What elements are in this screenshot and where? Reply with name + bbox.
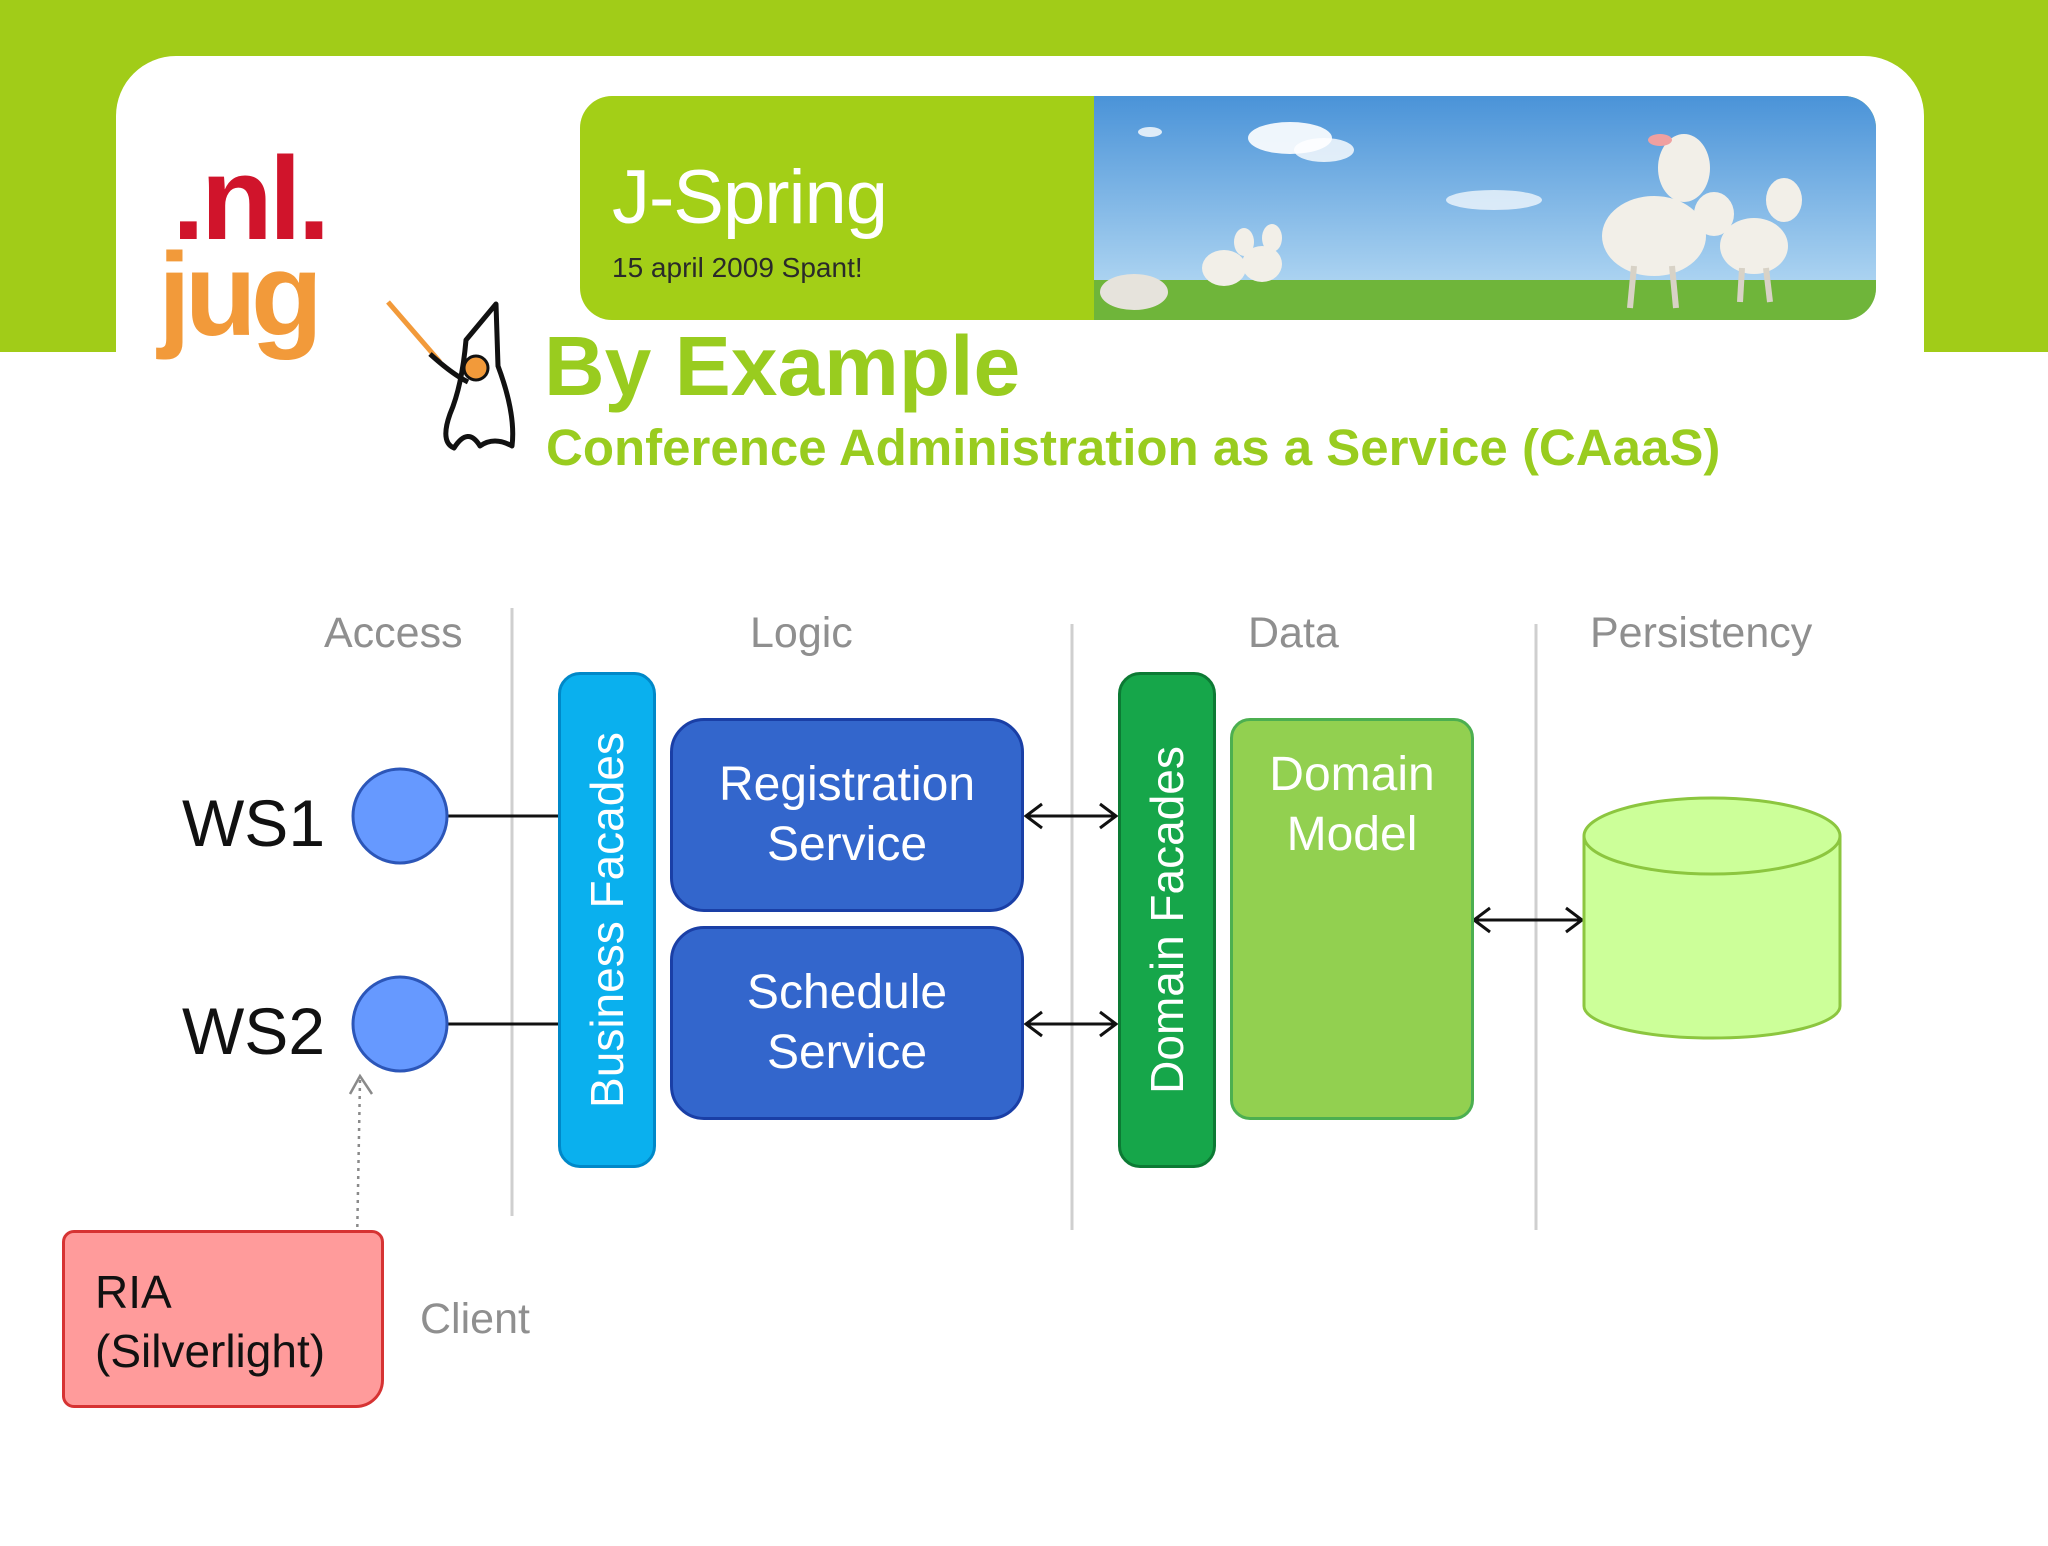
event-banner: J-Spring 15 april 2009 Spant!	[580, 96, 1876, 320]
slide-title: By Example	[544, 319, 1021, 413]
registration-service-line1: Registration	[718, 758, 976, 811]
domain-model-line1: Domain	[1269, 748, 1435, 801]
ria-client-box: RIA (Silverlight)	[62, 1230, 384, 1408]
endpoint-ws1	[351, 767, 449, 865]
domain-facades-label: Domain Facades	[1141, 746, 1193, 1094]
slide-subtitle: Conference Administration as a Service (…	[546, 419, 1721, 476]
endpoint-ws2	[351, 975, 449, 1073]
arrow-registration-domain	[1023, 802, 1119, 830]
ria-client-line1: RIA	[95, 1266, 172, 1318]
column-label-persistency: Persistency	[1590, 609, 1813, 657]
business-facades-bar: Business Facades	[558, 672, 656, 1168]
banner-title: J-Spring	[612, 155, 888, 240]
logo-jug-text: jug	[158, 229, 323, 361]
arrow-schedule-domain	[1023, 1010, 1119, 1038]
client-label: Client	[420, 1295, 530, 1343]
schedule-service-line1: Schedule	[746, 966, 948, 1019]
registration-service-line2: Service	[766, 818, 928, 871]
column-label-data: Data	[1248, 609, 1339, 657]
schedule-service-line2: Service	[766, 1026, 928, 1079]
schedule-service-box: Schedule Service	[670, 926, 1024, 1120]
duke-mascot-icon	[386, 300, 516, 451]
logo-nl-text: .nl.	[172, 133, 330, 265]
banner-date: 15 april 2009 Spant!	[612, 252, 863, 283]
registration-service-box: Registration Service	[670, 718, 1024, 912]
column-label-logic: Logic	[750, 609, 853, 657]
domain-facades-bar: Domain Facades	[1118, 672, 1216, 1168]
ws1-label: WS1	[182, 786, 326, 860]
column-label-access: Access	[324, 609, 463, 657]
business-facades-label: Business Facades	[581, 732, 633, 1108]
lambs-photo	[1094, 96, 1876, 320]
domain-model-box: Domain Model	[1230, 718, 1474, 1120]
domain-model-line2: Model	[1286, 808, 1418, 861]
ws2-label: WS2	[182, 994, 326, 1068]
ria-client-line2: (Silverlight)	[95, 1324, 326, 1377]
arrow-model-database	[1471, 906, 1585, 934]
database-cylinder	[1582, 796, 1842, 1040]
